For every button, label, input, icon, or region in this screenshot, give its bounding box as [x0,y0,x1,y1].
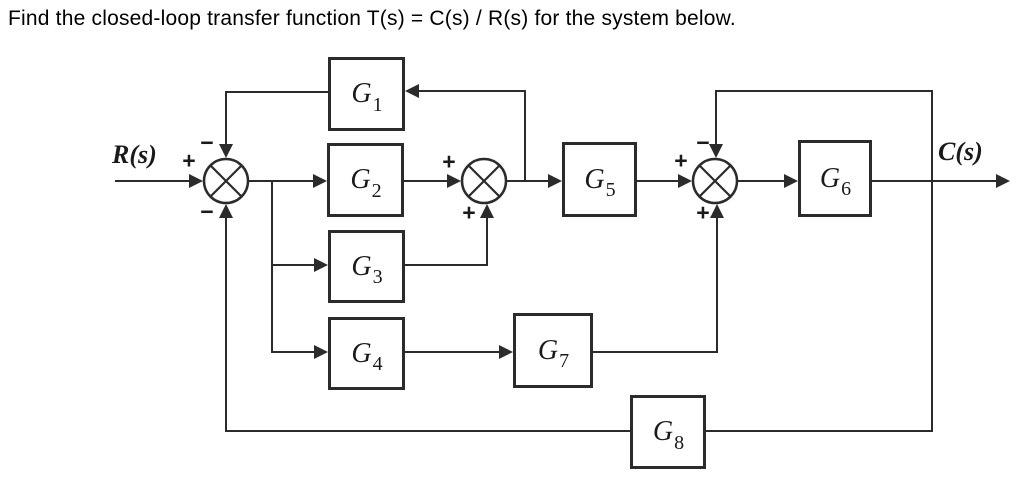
block-g4: G4 [328,317,405,390]
signal-line [225,430,933,432]
sum2-plus-left-sign: + [442,148,456,175]
block-g6: G6 [798,140,872,217]
arrowhead-icon [548,174,562,188]
signal-line [271,180,273,353]
arrowhead-icon [709,144,723,158]
block-g4-label: G4 [351,337,383,376]
arrowhead-icon [219,204,233,218]
block-g7: G7 [513,313,593,388]
signal-line [225,216,227,432]
block-g6-label: G6 [819,162,852,201]
summing-junction-1 [201,156,251,206]
signal-line [593,351,718,353]
signal-line [931,180,933,431]
signal-line [225,91,227,146]
sum2-plus-bottom-sign: + [462,199,476,226]
sum3-plus-bottom-sign: + [696,199,710,226]
summing-junction-3 [690,156,740,206]
arrowhead-icon [219,144,233,158]
circle-cross-icon [202,157,250,205]
signal-line [716,216,718,353]
block-g3: G3 [328,230,405,303]
arrowhead-icon [784,174,798,188]
arrowhead-icon [447,174,461,188]
arrowhead-icon [314,258,328,272]
signal-line [931,90,933,182]
signal-line [715,90,717,145]
signal-line [404,180,448,182]
signal-line [405,264,488,266]
block-g8-label: G8 [652,416,685,454]
output-signal-label: C(s) [938,137,983,166]
block-g2: G2 [327,143,404,217]
signal-line [226,91,328,93]
arrowhead-icon [710,204,724,218]
signal-line [524,90,526,182]
arrowhead-icon [996,174,1010,188]
signal-line [637,180,679,182]
signal-line [507,180,549,182]
sum1-plus-sign: + [182,147,196,174]
summing-junction-2 [459,156,509,206]
arrowhead-icon [480,204,494,218]
arrowhead-icon [499,345,513,359]
block-g5: G5 [562,142,637,217]
arrowhead-icon [405,84,419,98]
block-g5-label: G5 [584,163,616,202]
signal-line [486,216,488,266]
arrowhead-icon [678,174,692,188]
sum1-minus-top-sign: − [200,129,214,156]
circle-cross-icon [691,157,739,205]
block-g8: G8 [630,395,706,469]
signal-line [872,180,997,182]
signal-line [405,351,500,353]
signal-line [715,90,933,92]
input-signal-label: R(s) [112,140,157,169]
circle-cross-icon [460,157,508,205]
signal-line [115,180,191,182]
arrowhead-icon [189,174,203,188]
sum3-plus-left-sign: + [674,147,688,174]
signal-line [738,180,785,182]
block-g7-label: G7 [537,334,570,373]
signal-line [271,351,315,353]
block-g1-label: G1 [351,78,383,116]
arrowhead-icon [314,345,328,359]
block-g3-label: G3 [351,250,383,289]
block-g2-label: G2 [350,164,382,202]
signal-line [419,90,526,92]
block-g1: G1 [328,57,405,131]
arrowhead-icon [313,174,327,188]
sum3-minus-top-sign: − [696,129,710,156]
problem-title: Find the closed-loop transfer function T… [8,7,736,30]
signal-line [271,264,315,266]
sum1-minus-bottom-sign: − [200,198,214,225]
signal-line [249,180,315,182]
